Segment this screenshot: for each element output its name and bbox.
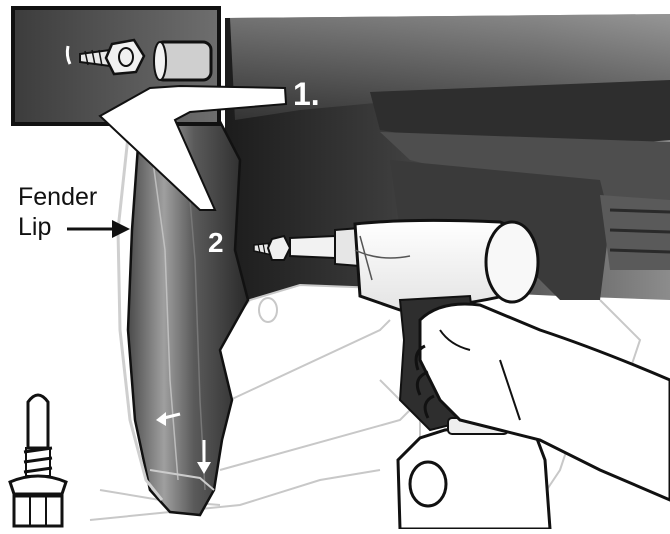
fender-lip-arrow (67, 220, 130, 238)
callout-pointer (98, 84, 288, 211)
screw-icon (253, 234, 292, 261)
fender-lip (116, 117, 164, 501)
step-2-label: 2 (208, 227, 224, 258)
hand-icon (414, 302, 670, 502)
mud-flap (126, 110, 250, 517)
fender-lip-label: Fender Lip (18, 182, 97, 242)
fender-label-line1: Fender (18, 183, 98, 211)
step-1-label: 1. (293, 76, 320, 112)
push-clip-icon (8, 393, 68, 528)
arrow-icon (156, 412, 181, 426)
arrow-icon (197, 440, 211, 474)
fender-label-line2: Lip (18, 213, 52, 241)
bolt-icon (79, 38, 146, 76)
